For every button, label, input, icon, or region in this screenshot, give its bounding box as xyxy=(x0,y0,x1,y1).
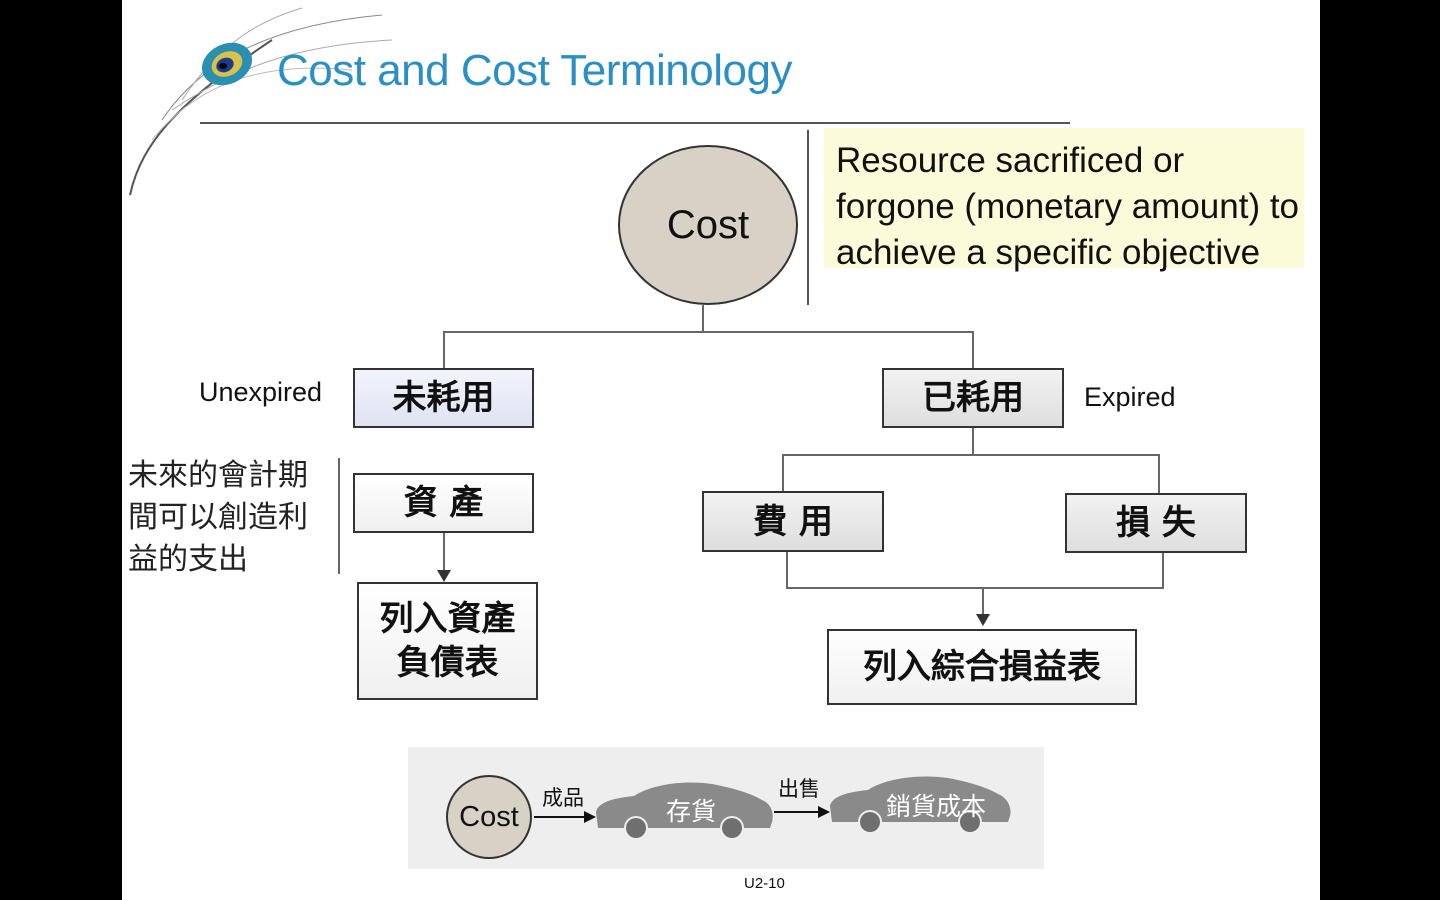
unexpired-label: Unexpired xyxy=(199,377,323,407)
inventory-label: 存貨 xyxy=(666,797,717,826)
connector-asset-down xyxy=(443,533,445,577)
cost-definition: Resource sacrificed or forgone (monetary… xyxy=(824,128,1304,314)
connector-expense-bottom xyxy=(786,552,788,588)
cogs-label: 銷貨成本 xyxy=(886,792,987,821)
slide: Cost and Cost Terminology Cost Resource … xyxy=(122,0,1320,900)
unexpired-box: 未耗用 xyxy=(353,368,534,428)
connector-to-income xyxy=(982,588,984,618)
connector-top-horizontal xyxy=(443,331,974,333)
sold-label: 出售 xyxy=(778,777,820,801)
income-statement-box: 列入綜合損益表 xyxy=(827,629,1137,705)
arrow-to-cogs xyxy=(774,806,830,818)
title-divider xyxy=(200,122,1070,124)
car-silhouette-icon xyxy=(830,776,1011,832)
expired-box: 已耗用 xyxy=(882,368,1064,428)
connector-right-down xyxy=(972,331,974,369)
connector-bottom-horizontal xyxy=(786,587,1164,589)
page-number: U2-10 xyxy=(744,875,785,892)
connector-loss-bottom xyxy=(1162,553,1164,588)
expired-label: Expired xyxy=(1084,382,1176,412)
loss-box: 損 失 xyxy=(1065,493,1247,553)
arrow-to-inventory xyxy=(534,811,596,823)
car-silhouette-icon xyxy=(596,782,773,838)
arrow-to-balance-sheet xyxy=(437,570,451,582)
cost-circle: Cost xyxy=(618,145,798,305)
connector-loss-down xyxy=(1158,454,1160,494)
balance-sheet-box: 列入資產負債表 xyxy=(357,582,538,700)
note-bracket xyxy=(338,458,340,574)
future-benefit-note: 未來的會計期間可以創造利益的支出 xyxy=(128,458,308,577)
finished-goods-label: 成品 xyxy=(542,786,584,810)
asset-box: 資 產 xyxy=(353,473,534,533)
arrow-to-income-statement xyxy=(976,614,990,626)
connector-expired-horizontal xyxy=(782,454,1160,456)
flow-cost-circle: Cost xyxy=(446,775,532,859)
connector-left-down xyxy=(443,331,445,369)
connector-root-down xyxy=(702,305,704,332)
slide-title: Cost and Cost Terminology xyxy=(277,46,792,95)
connector-expired-down xyxy=(972,428,974,455)
connector-expense-down xyxy=(782,454,784,492)
expense-box: 費 用 xyxy=(702,491,884,552)
definition-divider xyxy=(807,130,809,305)
peacock-feather-icon xyxy=(129,7,393,196)
